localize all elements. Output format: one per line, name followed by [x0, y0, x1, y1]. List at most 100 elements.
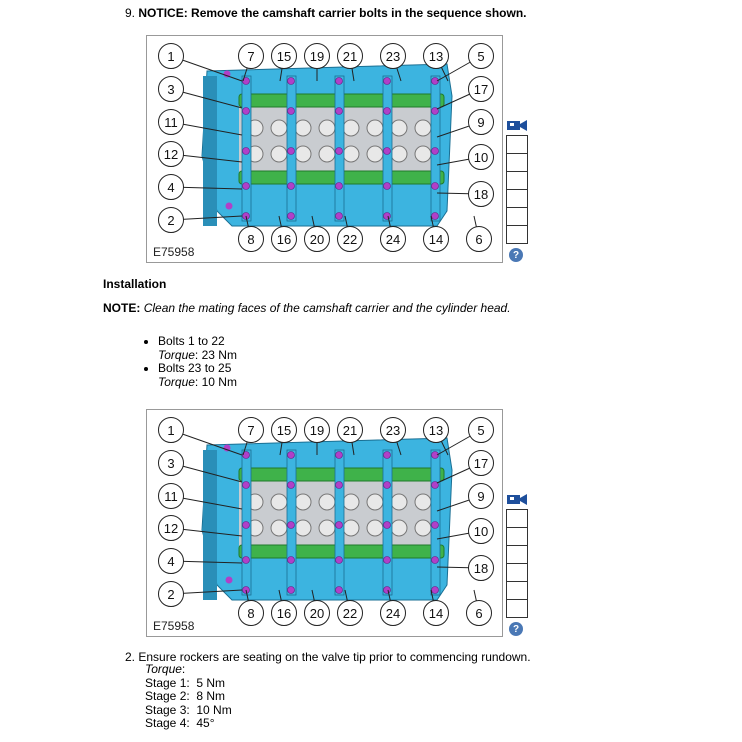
torque-label: Torque	[145, 662, 182, 676]
step-2: 2. Ensure rockers are seating on the val…	[125, 650, 531, 664]
callout-22: 22	[337, 600, 363, 626]
callout-8: 8	[238, 226, 264, 252]
callout-2: 2	[158, 207, 184, 233]
callout-24: 24	[380, 226, 406, 252]
callout-19: 19	[304, 43, 330, 69]
callout-1: 1	[158, 43, 184, 69]
help-icon[interactable]: ?	[509, 622, 523, 636]
callout-15: 15	[271, 43, 297, 69]
callout-14: 14	[423, 226, 449, 252]
notice-label: NOTICE:	[138, 6, 188, 20]
callout-12: 12	[158, 515, 184, 541]
callout-7: 7	[238, 417, 264, 443]
thumbnail-strip	[506, 509, 528, 618]
callout-11: 11	[158, 109, 184, 135]
figure-label: E75958	[153, 245, 195, 259]
callout-18: 18	[468, 555, 494, 581]
thumbnail-cell[interactable]	[507, 528, 527, 546]
callout-17: 17	[468, 450, 494, 476]
figure-toolbar: ?	[506, 118, 528, 262]
callout-24: 24	[380, 600, 406, 626]
note-text: Clean the mating faces of the camshaft c…	[143, 301, 511, 315]
thumbnail-cell[interactable]	[507, 190, 527, 208]
callout-15: 15	[271, 417, 297, 443]
torque-value: : 23 Nm	[194, 347, 237, 362]
figure-label: E75958	[153, 619, 195, 633]
callout-19: 19	[304, 417, 330, 443]
cylinder-head-illustration	[170, 55, 482, 240]
callout-16: 16	[271, 600, 297, 626]
camera-icon[interactable]	[506, 118, 528, 132]
list-item: Bolts 23 to 25 Torque: 10 Nm	[158, 361, 237, 389]
thumbnail-cell[interactable]	[507, 226, 527, 243]
cylinder-head-illustration	[170, 429, 482, 614]
thumbnail-cell[interactable]	[507, 172, 527, 190]
callout-8: 8	[238, 600, 264, 626]
callout-4: 4	[158, 174, 184, 200]
callout-4: 4	[158, 548, 184, 574]
list-item: Bolts 1 to 22 Torque: 23 Nm	[158, 334, 237, 362]
bolt-torque-list: Bolts 1 to 22 Torque: 23 Nm Bolts 23 to …	[140, 334, 237, 389]
callout-3: 3	[158, 450, 184, 476]
bolt-range-label: Bolts 1 to 22	[158, 334, 225, 348]
step-number: 9.	[125, 6, 136, 20]
note-label: NOTE:	[103, 301, 141, 315]
thumbnail-cell[interactable]	[507, 154, 527, 172]
torque-stages: Torque: Stage 1: 5 Nm Stage 2: 8 Nm Stag…	[145, 662, 232, 730]
callout-13: 13	[423, 417, 449, 443]
figure-toolbar: ?	[506, 492, 528, 636]
thumbnail-strip	[506, 135, 528, 244]
callout-12: 12	[158, 141, 184, 167]
thumbnail-cell[interactable]	[507, 136, 527, 154]
callout-20: 20	[304, 226, 330, 252]
thumbnail-cell[interactable]	[507, 582, 527, 600]
callout-21: 21	[337, 43, 363, 69]
callout-10: 10	[468, 144, 494, 170]
callout-9: 9	[468, 109, 494, 135]
callout-16: 16	[271, 226, 297, 252]
callout-10: 10	[468, 518, 494, 544]
thumbnail-cell[interactable]	[507, 546, 527, 564]
thumbnail-cell[interactable]	[507, 600, 527, 617]
list-item: Stage 4: 45°	[145, 716, 215, 730]
torque-label: Torque	[158, 374, 195, 389]
list-item: Stage 2: 8 Nm	[145, 689, 226, 703]
callout-3: 3	[158, 76, 184, 102]
notice-text: Remove the camshaft carrier bolts in the…	[191, 6, 527, 20]
list-item: Stage 1: 5 Nm	[145, 675, 226, 690]
help-icon[interactable]: ?	[509, 248, 523, 262]
callout-14: 14	[423, 600, 449, 626]
callout-20: 20	[304, 600, 330, 626]
callout-23: 23	[380, 43, 406, 69]
thumbnail-cell[interactable]	[507, 564, 527, 582]
callout-7: 7	[238, 43, 264, 69]
camera-icon[interactable]	[506, 492, 528, 506]
callout-1: 1	[158, 417, 184, 443]
installation-note: NOTE: Clean the mating faces of the cams…	[103, 301, 511, 315]
callout-13: 13	[423, 43, 449, 69]
callout-11: 11	[158, 483, 184, 509]
callout-23: 23	[380, 417, 406, 443]
callout-5: 5	[468, 43, 494, 69]
callout-5: 5	[468, 417, 494, 443]
callout-6: 6	[466, 600, 492, 626]
callout-22: 22	[337, 226, 363, 252]
list-item: Stage 3: 10 Nm	[145, 702, 232, 717]
thumbnail-cell[interactable]	[507, 510, 527, 528]
callout-2: 2	[158, 581, 184, 607]
callout-6: 6	[466, 226, 492, 252]
step-number: 2.	[125, 650, 136, 664]
bolt-range-label: Bolts 23 to 25	[158, 361, 232, 375]
callout-21: 21	[337, 417, 363, 443]
callout-18: 18	[468, 181, 494, 207]
torque-value: : 10 Nm	[194, 374, 237, 389]
torque-label: Torque	[158, 347, 195, 362]
callout-17: 17	[468, 76, 494, 102]
callout-9: 9	[468, 483, 494, 509]
section-heading-installation: Installation	[103, 277, 167, 291]
step-9-notice: 9. NOTICE: Remove the camshaft carrier b…	[125, 6, 526, 20]
step-text: Ensure rockers are seating on the valve …	[138, 650, 531, 664]
thumbnail-cell[interactable]	[507, 208, 527, 226]
